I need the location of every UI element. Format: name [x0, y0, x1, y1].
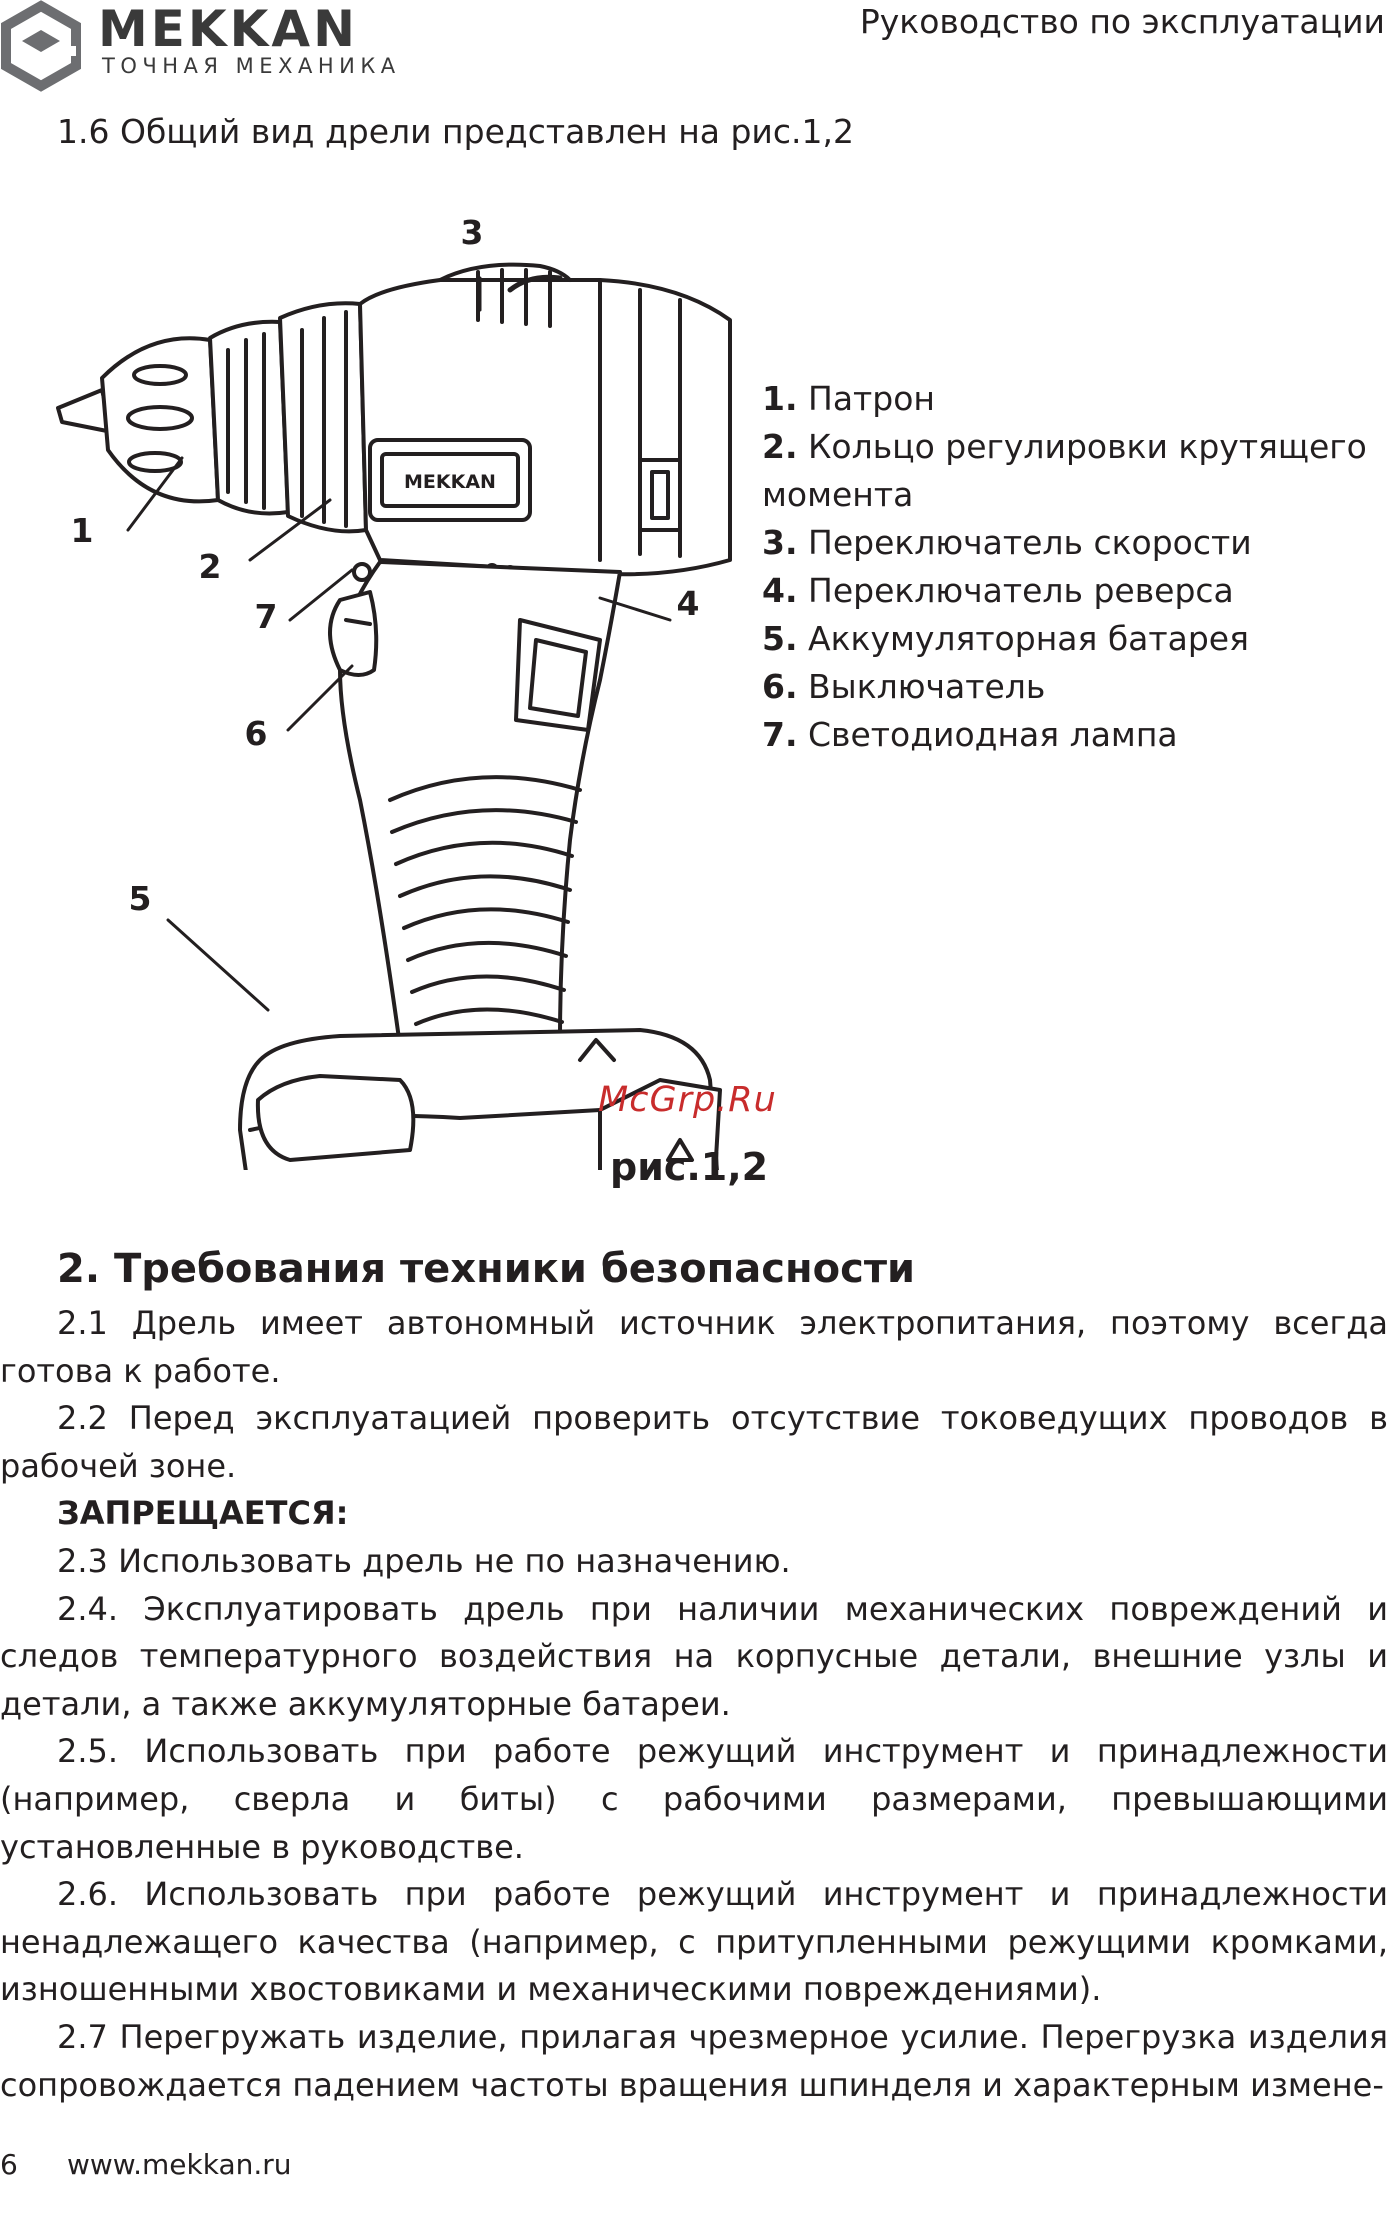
watermark: McGrp.Ru	[598, 1080, 777, 1120]
legend-text: Патрон	[808, 379, 935, 418]
legend-number: 2.	[762, 427, 798, 466]
prohibited-heading: ЗАПРЕЩАЕТСЯ:	[57, 1494, 349, 1533]
document-title: Руководство по эксплуатации	[859, 2, 1385, 41]
legend-number: 4.	[762, 571, 798, 610]
section-body: 2.1 Дрель имеет автономный источник элек…	[0, 1300, 1388, 2109]
legend-item: 7. Светодиодная лампа	[762, 711, 1382, 759]
figure-caption: рис.1,2	[610, 1145, 769, 1189]
brand-tagline: ТОЧНАЯ МЕХАНИКА	[102, 54, 401, 78]
legend-number: 3.	[762, 523, 798, 562]
brand-name: MEKKAN	[98, 0, 358, 58]
legend-item: 1. Патрон	[762, 375, 1382, 423]
legend-number: 7.	[762, 715, 798, 754]
legend-text: Переключатель скорости	[808, 523, 1252, 562]
legend-text: Кольцо регулировки крутящего момента	[762, 427, 1367, 514]
legend-item: 5. Аккумуляторная батарея	[762, 615, 1382, 663]
legend-item: 3. Переключатель скорости	[762, 519, 1382, 567]
legend-text: Выключатель	[808, 667, 1046, 706]
paragraph: 2.6. Использовать при работе режущий инс…	[0, 1875, 1388, 2009]
paragraph: 2.5. Использовать при работе режущий инс…	[0, 1732, 1388, 1866]
callout-7: 7	[255, 597, 278, 636]
drill-illustration: MEKKAN 1 2 3 4 5 6 7	[56, 213, 732, 1170]
intro-text: 1.6 Общий вид дрели представлен на рис.1…	[57, 112, 854, 151]
callout-3: 3	[461, 213, 484, 252]
legend-number: 6.	[762, 667, 798, 706]
legend-item: 6. Выключатель	[762, 663, 1382, 711]
mekkan-logo-icon	[0, 0, 81, 92]
paragraph: 2.7 Перегружать изделие, прилагая чрезме…	[0, 2017, 1388, 2104]
drill-brand-label: MEKKAN	[404, 471, 496, 493]
legend-item: 2. Кольцо регулировки крутящего момента	[762, 423, 1382, 519]
figure-legend: 1. Патрон 2. Кольцо регулировки крутящег…	[762, 375, 1382, 759]
callout-5: 5	[129, 879, 152, 918]
paragraph: 2.4. Эксплуатировать дрель при наличии м…	[0, 1589, 1388, 1723]
paragraph: 2.2 Перед эксплуатацией проверить отсутс…	[0, 1399, 1388, 1485]
section-title: 2. Требования техники безопасности	[57, 1246, 916, 1292]
callout-6: 6	[245, 714, 268, 753]
paragraph: 2.3 Использовать дрель не по назначению.	[57, 1541, 791, 1580]
legend-number: 1.	[762, 379, 798, 418]
legend-text: Аккумуляторная батарея	[808, 619, 1249, 658]
legend-item: 4. Переключатель реверса	[762, 567, 1382, 615]
legend-text: Светодиодная лампа	[808, 715, 1178, 754]
page-number: 6	[0, 2148, 18, 2181]
callout-1: 1	[71, 511, 94, 550]
paragraph: 2.1 Дрель имеет автономный источник элек…	[0, 1304, 1388, 1390]
callout-4: 4	[677, 584, 700, 623]
website-url: www.mekkan.ru	[67, 2148, 292, 2181]
callout-2: 2	[199, 547, 222, 586]
legend-text: Переключатель реверса	[808, 571, 1234, 610]
legend-number: 5.	[762, 619, 798, 658]
